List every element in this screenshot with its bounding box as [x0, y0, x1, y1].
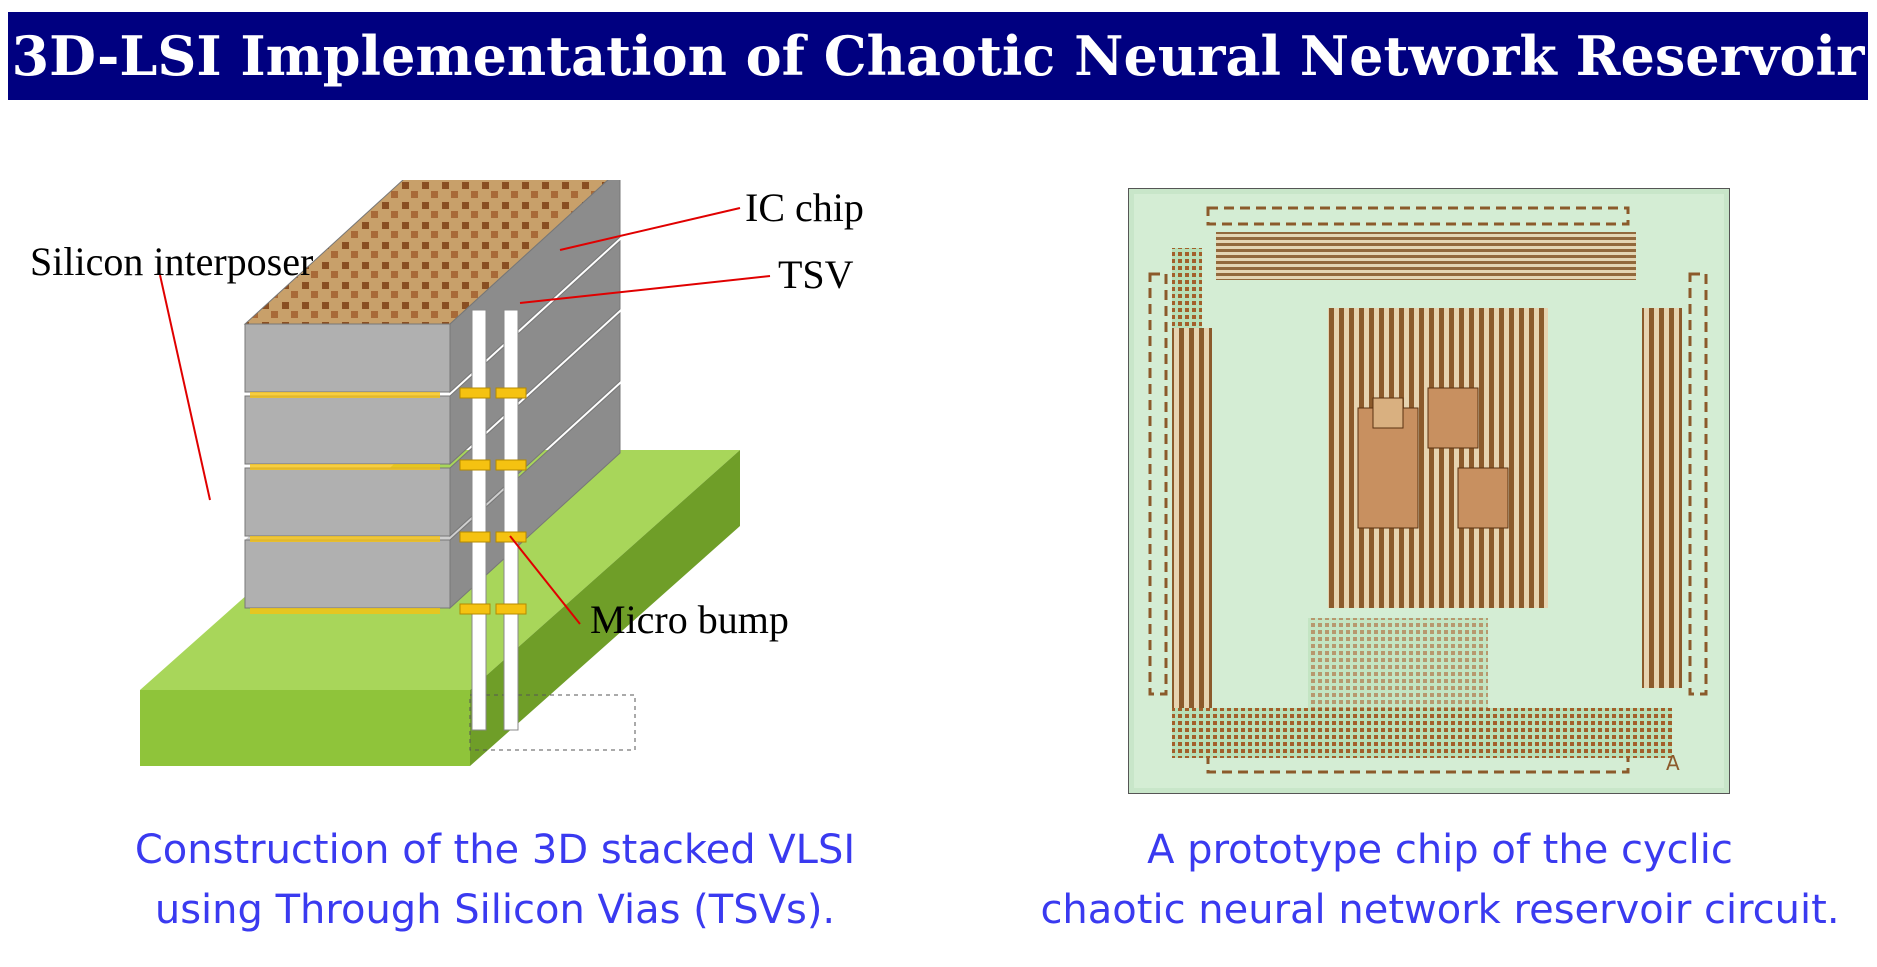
core-array [1328, 308, 1548, 608]
label-silicon-interposer: Silicon interposer [30, 239, 313, 284]
diagram-caption-line-1: Construction of the 3D stacked VLSI [134, 827, 856, 873]
top-ic-chip-layer [243, 180, 621, 394]
page-title: 3D-LSI Implementation of Chaotic Neural … [11, 24, 1865, 88]
title-bar: 3D-LSI Implementation of Chaotic Neural … [8, 12, 1868, 100]
tsv-columns [471, 309, 519, 731]
label-ic-chip: IC chip [745, 185, 864, 230]
diagram-caption-line-2: using Through Silicon Vias (TSVs). [154, 887, 836, 933]
die-layer [244, 311, 621, 538]
leader-lines [159, 207, 771, 625]
diagram-caption: Construction of the 3D stacked VLSI usin… [60, 820, 930, 940]
label-tsv: TSV [778, 252, 854, 297]
prototype-chip-photo: A [1128, 188, 1730, 794]
chip-corner-mark: A [1666, 751, 1680, 775]
chip-caption-line-2: chaotic neural network reservoir circuit… [1040, 887, 1840, 933]
chip-caption: A prototype chip of the cyclic chaotic n… [1020, 820, 1860, 940]
stacked-vlsi-diagram: IC chip Silicon interposer TSV Micro bum… [30, 180, 864, 766]
label-micro-bump: Micro bump [590, 597, 789, 642]
chip-caption-line-1: A prototype chip of the cyclic [1147, 827, 1733, 873]
